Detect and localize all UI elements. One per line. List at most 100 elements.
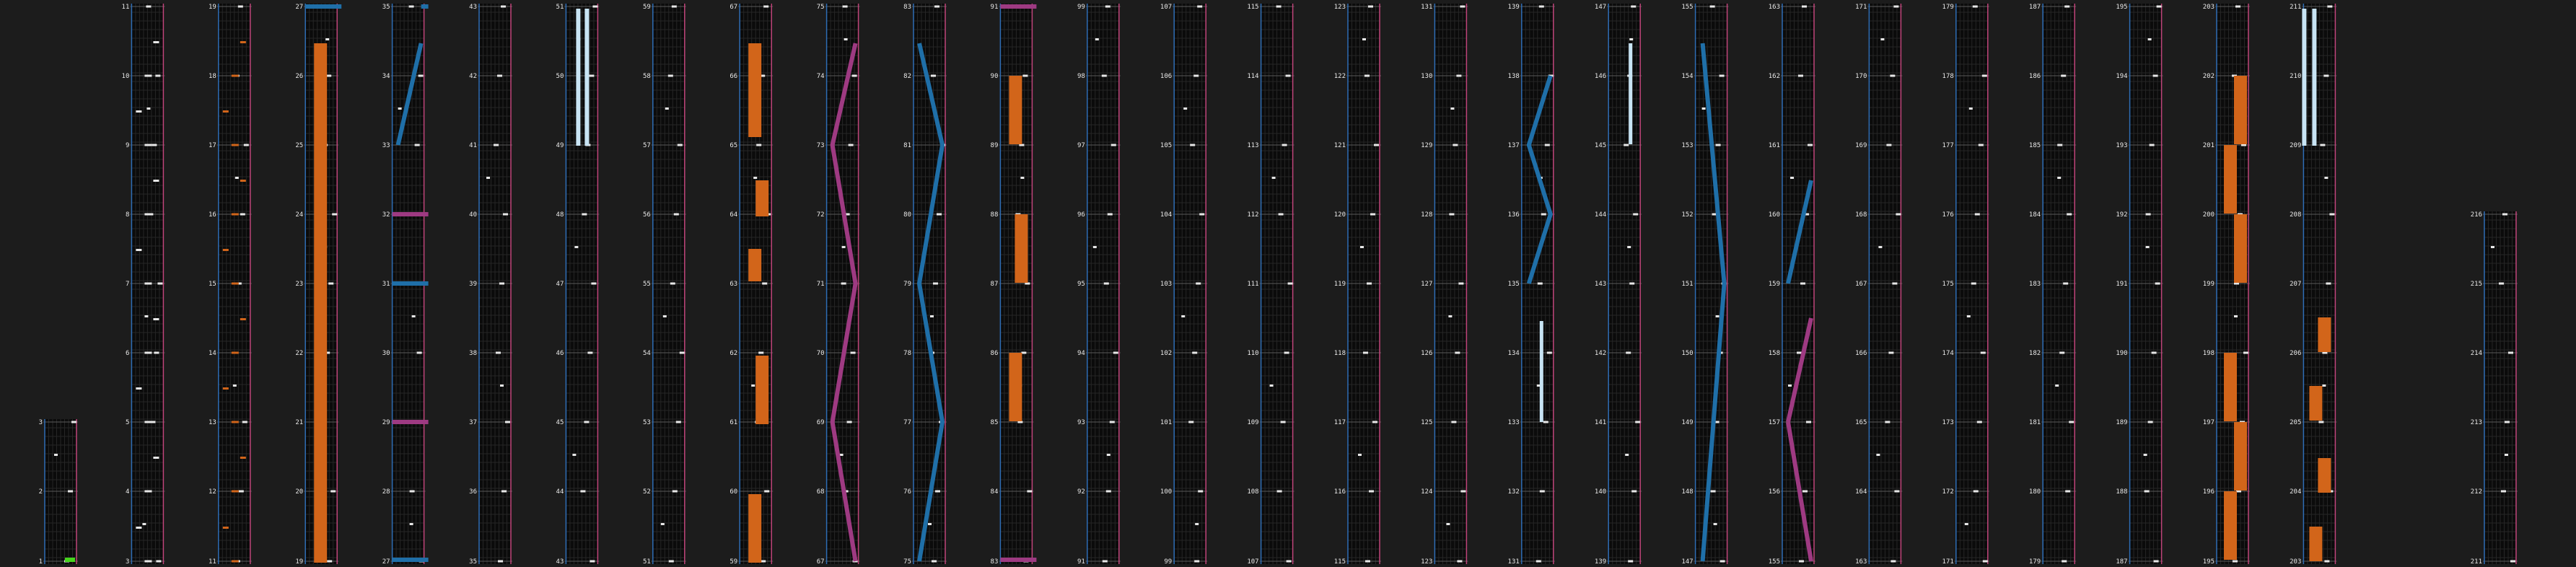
note-tick[interactable] [498,560,503,563]
note-block[interactable] [2302,9,2307,146]
note-tick[interactable] [2057,144,2063,146]
note-tick[interactable] [1971,282,1976,285]
note-tick[interactable] [1799,560,1804,563]
note-tick[interactable] [1269,384,1274,387]
note-tick[interactable] [2152,74,2158,77]
note-tick[interactable] [1968,107,1973,110]
note-tick[interactable] [235,177,239,179]
note-tick[interactable] [1450,107,1455,110]
note-tick[interactable] [1880,38,1885,40]
note-tick[interactable] [146,5,152,8]
note-tick[interactable] [1633,213,1639,216]
note-tick[interactable] [1460,490,1466,493]
note-tick[interactable] [231,213,239,216]
note-tick[interactable] [1363,351,1368,354]
note-tick[interactable] [2055,384,2059,387]
note-tick[interactable] [1878,246,1883,248]
note-tick[interactable] [1287,282,1293,285]
note-tick[interactable] [1541,213,1546,216]
note-tick[interactable] [142,523,146,525]
note-tick[interactable] [2502,213,2507,216]
note-tick[interactable] [2505,454,2508,456]
note-tick[interactable] [935,490,940,493]
note-tick[interactable] [1546,351,1552,354]
note-tick[interactable] [2063,282,2069,285]
note-tick[interactable] [928,523,932,525]
note-tick[interactable] [1974,213,1980,216]
note-tick[interactable] [2324,560,2330,563]
note-tick[interactable] [328,282,334,285]
note-tick[interactable] [589,74,595,77]
note-tick[interactable] [2243,351,2248,354]
note-block[interactable] [2234,76,2247,144]
note-tick[interactable] [1719,560,1725,563]
note-tick[interactable] [1271,177,1276,179]
note-tick[interactable] [937,213,942,216]
note-tick[interactable] [1808,144,1813,146]
note-tick[interactable] [1020,177,1025,179]
note-block[interactable] [748,249,762,281]
note-tick[interactable] [934,5,939,8]
note-tick[interactable] [1624,144,1629,146]
note-tick[interactable] [1714,421,1719,423]
note-tick[interactable] [2234,282,2239,285]
note-tick[interactable] [1709,5,1715,8]
note-tick[interactable] [2064,5,2070,8]
note-tick[interactable] [574,246,579,248]
note-block[interactable] [1539,321,1543,422]
note-tick[interactable] [414,144,420,146]
note-tick[interactable] [1021,351,1027,354]
note-tick[interactable] [2145,213,2151,216]
note-tick[interactable] [1101,74,1107,77]
note-tick[interactable] [1635,421,1641,423]
note-tick[interactable] [222,249,229,251]
note-tick[interactable] [2057,177,2062,179]
note-tick[interactable] [2069,421,2075,423]
note-tick[interactable] [1448,315,1453,317]
note-tick[interactable] [71,421,76,423]
note-tick[interactable] [2153,560,2159,563]
note-tick[interactable] [1896,213,1901,216]
note-tick[interactable] [1885,421,1891,423]
note-tick[interactable] [144,74,152,77]
note-tick[interactable] [416,351,422,354]
note-tick[interactable] [668,560,674,563]
note-tick[interactable] [1365,560,1370,563]
note-tick[interactable] [1453,144,1458,146]
note-tick[interactable] [240,180,246,182]
note-tick[interactable] [2322,384,2326,387]
note-tick[interactable] [222,387,229,390]
note-tick[interactable] [1449,213,1455,216]
note-tick[interactable] [1095,38,1099,40]
note-tick[interactable] [587,351,593,354]
note-tick[interactable] [670,282,675,285]
note-tick[interactable] [1804,213,1809,216]
note-tick[interactable] [580,490,586,493]
note-tick[interactable] [930,315,934,317]
note-tick[interactable] [54,454,58,456]
note-tick[interactable] [2508,351,2513,354]
note-tick[interactable] [2322,351,2328,354]
note-tick[interactable] [1105,490,1111,493]
note-tick[interactable] [1973,490,1979,493]
note-tick[interactable] [2320,144,2326,146]
note-tick[interactable] [501,490,507,493]
note-block[interactable] [314,43,328,563]
note-tick[interactable] [231,74,239,77]
note-tick[interactable] [1893,5,1899,8]
note-block[interactable] [1015,214,1028,283]
note-glide[interactable] [1786,421,1813,562]
note-tick[interactable] [231,282,239,285]
note-tick[interactable] [2501,490,2506,493]
note-tick[interactable] [1631,490,1637,493]
note-block[interactable] [1009,353,1022,421]
note-tick[interactable] [1451,421,1457,423]
note-tick[interactable] [1892,282,1898,285]
note-tick[interactable] [1458,282,1464,285]
note-block[interactable] [1629,43,1633,144]
